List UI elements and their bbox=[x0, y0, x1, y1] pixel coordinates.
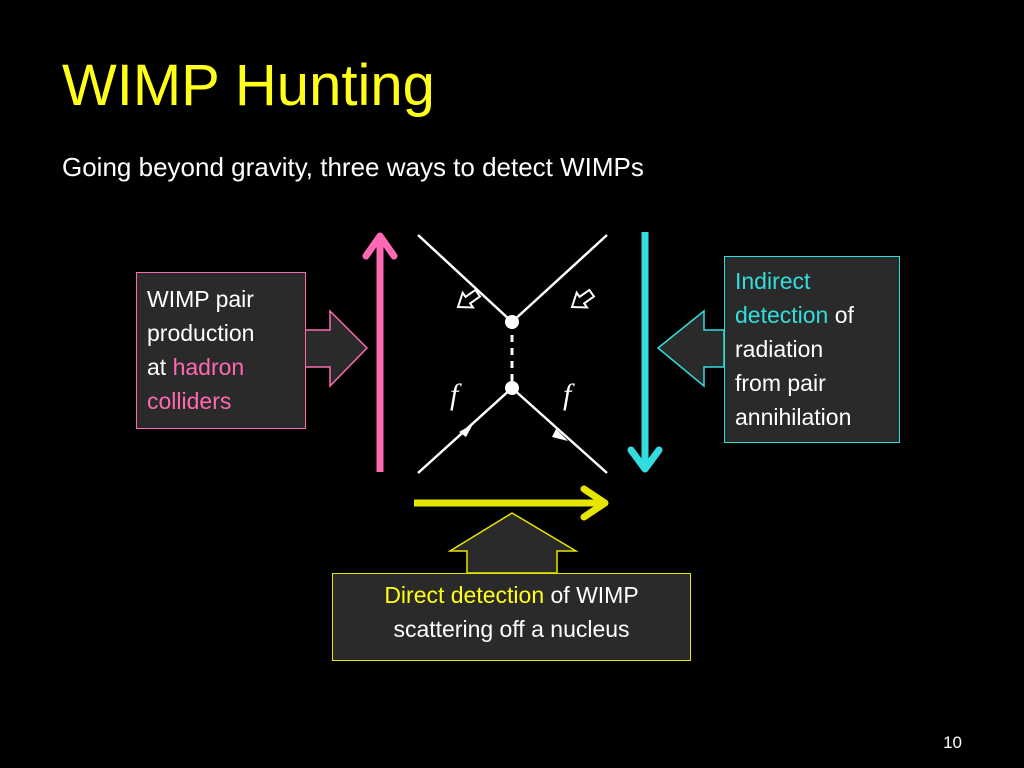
fermion-label-right: f bbox=[563, 378, 572, 411]
direct-line-1-suffix: of WIMP bbox=[544, 582, 639, 608]
pink-callout-arrow-icon bbox=[301, 309, 369, 388]
direct-detection-highlight: Direct detection bbox=[384, 582, 545, 608]
indirect-line-4: from pair bbox=[735, 370, 826, 396]
upper-vertex bbox=[505, 315, 519, 329]
slide-subtitle: Going beyond gravity, three ways to dete… bbox=[62, 152, 644, 182]
indirect-line-2: detection of bbox=[735, 298, 899, 332]
cyan-callout-arrow-icon bbox=[656, 309, 725, 388]
collider-production-box: WIMP pair production at hadron colliders bbox=[136, 272, 306, 429]
indirect-line-3: radiation bbox=[735, 336, 824, 362]
pink-up-arrow-icon bbox=[362, 232, 398, 472]
slide-title: WIMP Hunting bbox=[62, 53, 435, 118]
fermion-label-left: f bbox=[450, 378, 459, 411]
hollow-arrow-left-icon bbox=[456, 288, 482, 309]
detection-highlight: detection bbox=[735, 302, 829, 328]
collider-line-3-prefix: at bbox=[147, 354, 173, 380]
direct-line-2: scattering off a nucleus bbox=[393, 616, 630, 642]
yellow-right-arrow-icon bbox=[414, 485, 609, 521]
collider-line-1: WIMP pair bbox=[147, 286, 254, 312]
fermion-arrow-left-icon bbox=[459, 424, 473, 437]
hadron-highlight: hadron bbox=[172, 354, 245, 380]
lower-vertex bbox=[505, 381, 519, 395]
collider-line-2: production bbox=[147, 320, 255, 346]
indirect-detection-box: Indirect detection of radiation from pai… bbox=[724, 256, 900, 443]
indirect-line-5: annihilation bbox=[735, 404, 852, 430]
collider-line-3: at hadron bbox=[147, 350, 305, 384]
colliders-highlight: colliders bbox=[147, 388, 232, 414]
yellow-callout-arrow-icon bbox=[447, 512, 579, 574]
fermion-arrow-right-icon bbox=[552, 429, 568, 441]
hollow-arrow-right-icon bbox=[570, 288, 596, 309]
wimp-line-upper-right bbox=[511, 234, 608, 323]
cyan-down-arrow-icon bbox=[627, 232, 663, 473]
fermion-line-lower-right bbox=[511, 387, 608, 474]
direct-line-1: Direct detection of WIMP bbox=[333, 578, 690, 612]
indirect-highlight: Indirect bbox=[735, 268, 811, 294]
direct-detection-box: Direct detection of WIMP scattering off … bbox=[332, 573, 691, 661]
page-number: 10 bbox=[943, 733, 962, 752]
indirect-line-2-suffix: of bbox=[828, 302, 854, 328]
wimp-line-upper-left bbox=[417, 234, 513, 323]
